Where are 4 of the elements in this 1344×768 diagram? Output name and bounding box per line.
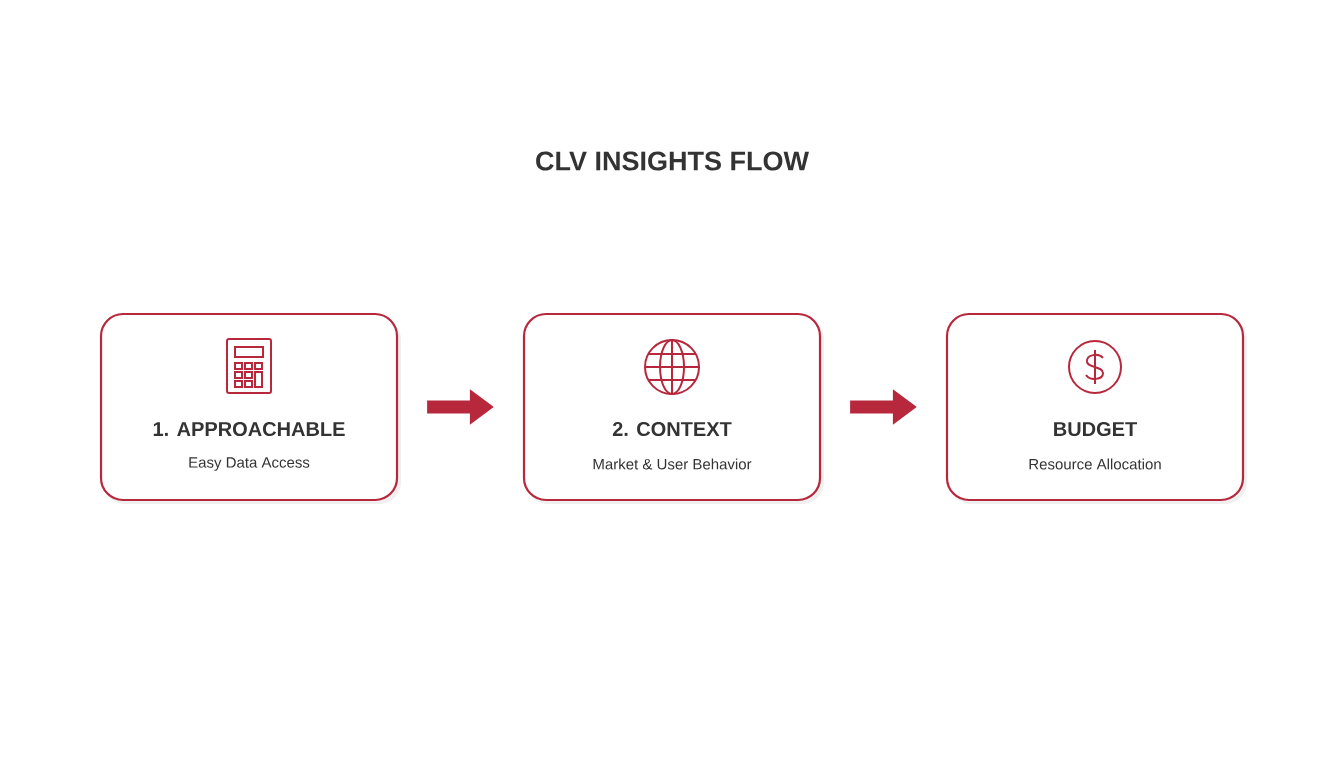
process-box: 1. APPROACHABLE Easy Data Access (99, 312, 399, 502)
process-box: 2. CONTEXT Market & User Behavior (522, 312, 822, 502)
title: CLV INSIGHTS FLOW (536, 151, 809, 171)
process-box: BUDGET Resource Allocation (945, 312, 1245, 502)
